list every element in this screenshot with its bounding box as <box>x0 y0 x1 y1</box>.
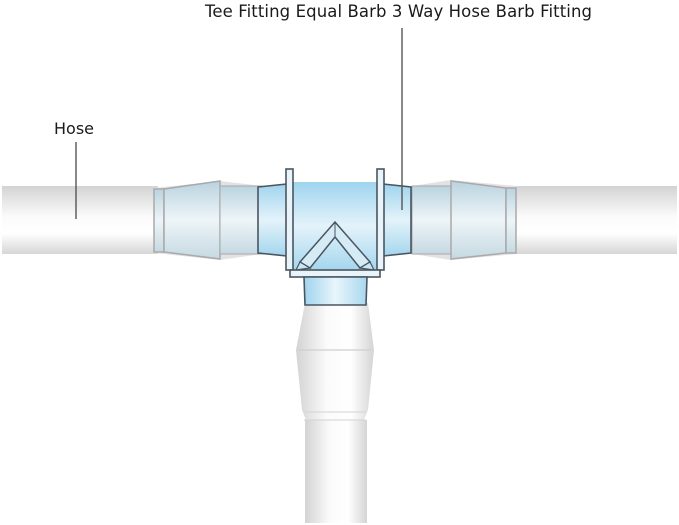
hose-label: Hose <box>54 119 94 138</box>
barb-left <box>153 180 263 260</box>
tee-body <box>257 168 412 306</box>
barb-right <box>411 180 517 260</box>
fitting-label: Tee Fitting Equal Barb 3 Way Hose Barb F… <box>205 2 593 21</box>
hose-right <box>515 186 677 254</box>
hose-left <box>2 186 158 254</box>
hose-bottom <box>296 303 374 523</box>
